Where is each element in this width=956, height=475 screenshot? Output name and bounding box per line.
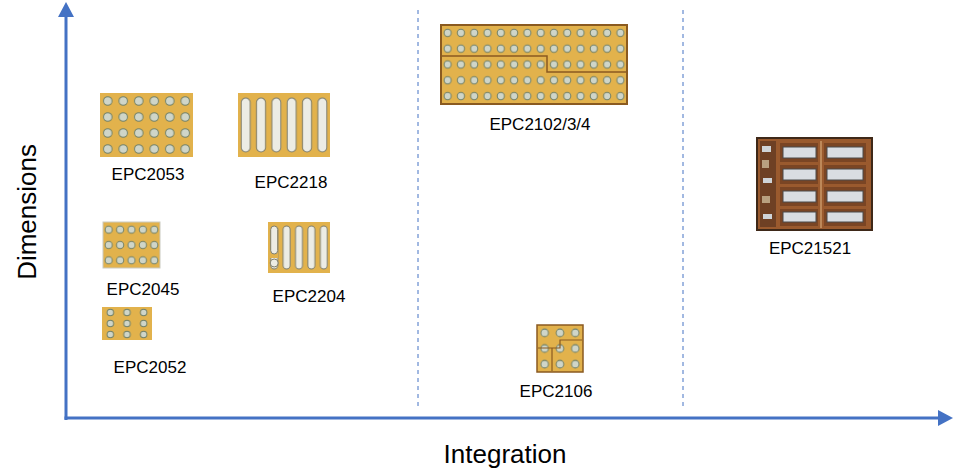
axis-title: Dimensions: [13, 144, 43, 280]
part-label: EPC2045: [107, 280, 180, 300]
part-label: EPC2218: [255, 173, 328, 193]
part-label: EPC2106: [520, 382, 593, 402]
part-label: EPC2053: [112, 165, 185, 185]
part-label: EPC21521: [769, 239, 851, 259]
part-label: EPC2052: [114, 358, 187, 378]
part-label: EPC2102/3/4: [489, 115, 590, 135]
axis-title: Integration: [444, 440, 567, 470]
part-label: EPC2204: [273, 287, 346, 307]
